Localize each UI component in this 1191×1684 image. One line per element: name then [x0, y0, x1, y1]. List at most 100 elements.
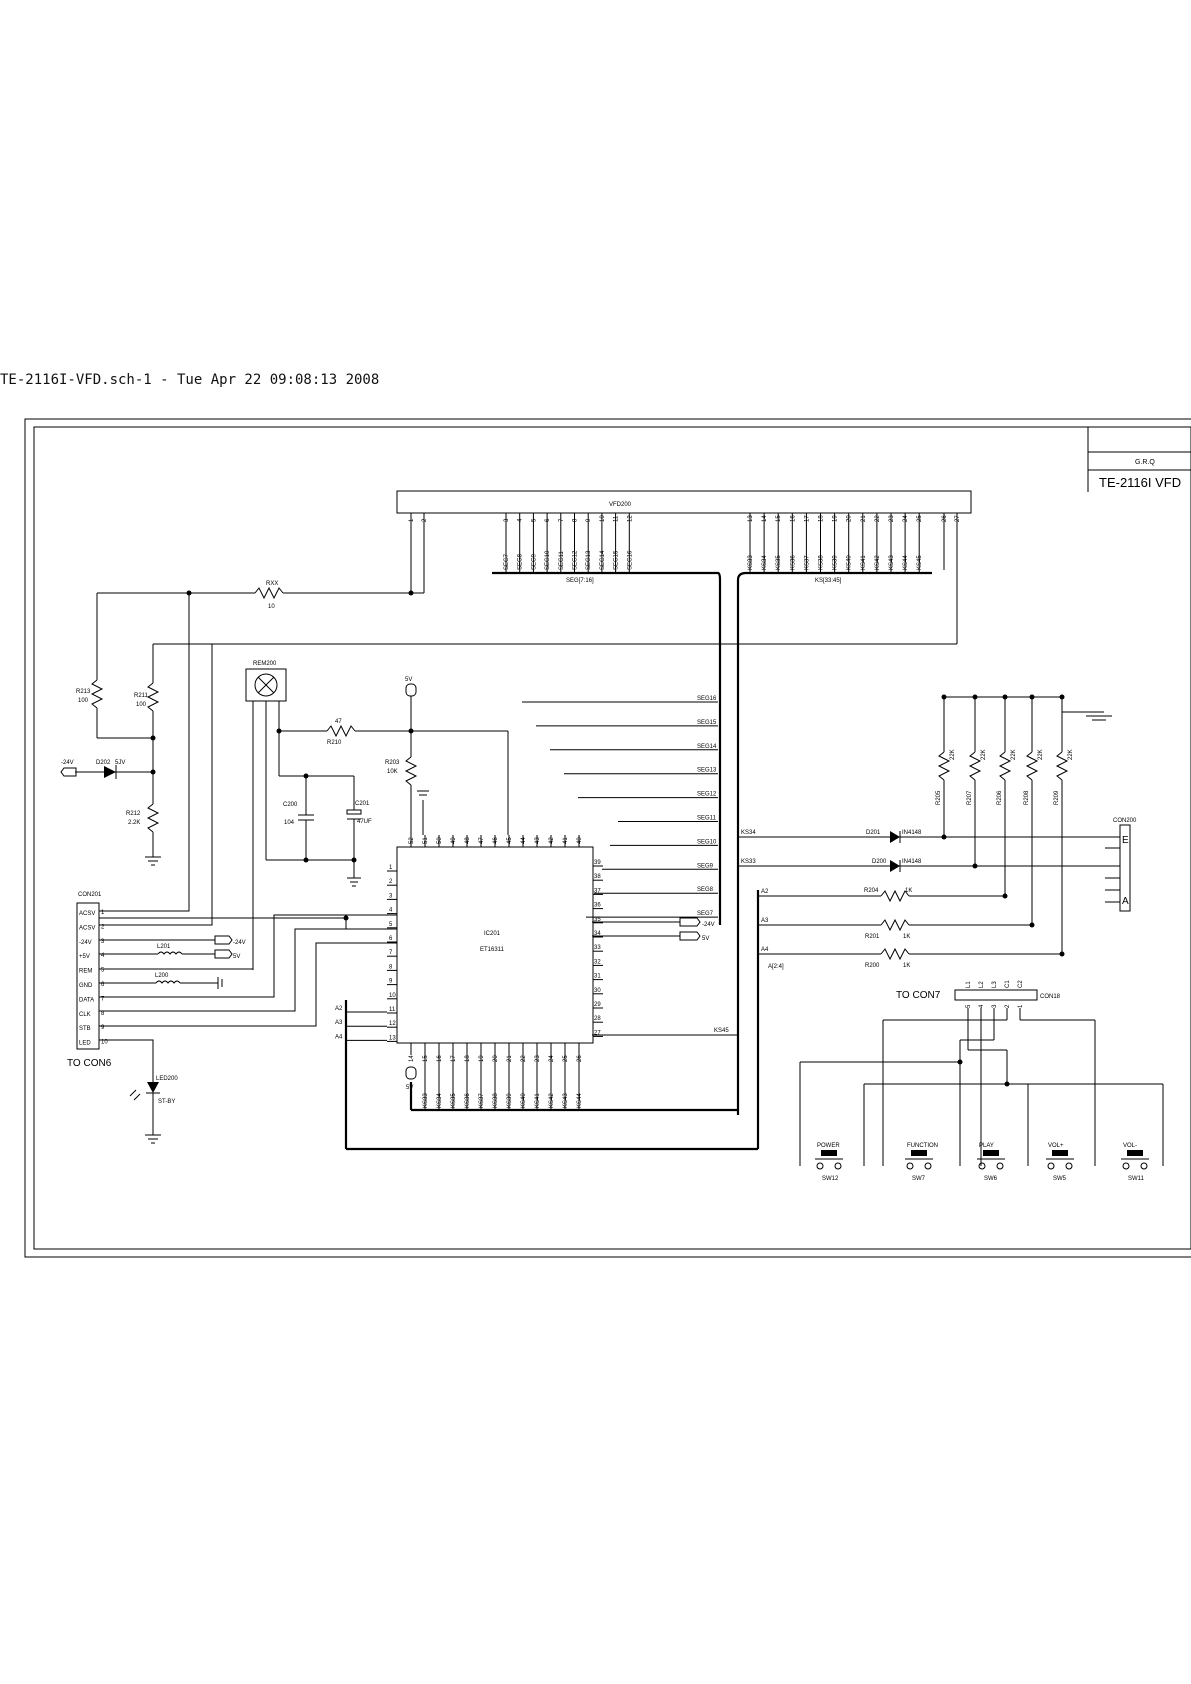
inner-frame: [33, 426, 1191, 1250]
con18-pin-number: 5: [966, 1004, 972, 1008]
switch-actuator: [821, 1150, 837, 1156]
r201-ref: R201: [865, 934, 880, 940]
l200-inductor: [155, 980, 181, 984]
ic-ks-net: KS35: [451, 1093, 457, 1108]
to-con6-label: TO CON6: [67, 1058, 112, 1069]
ic-pin-number: 5: [389, 922, 393, 928]
r210-resistor: [326, 724, 356, 738]
vfd-seg-net: SEG11: [559, 550, 565, 570]
vfd-pin-number: 16: [790, 515, 796, 522]
ic-pin-number: 35: [594, 917, 601, 923]
ks34-label: KS34: [741, 830, 756, 836]
ic-pin-number: 52: [409, 837, 415, 844]
con201-pin-number: 10: [101, 1040, 108, 1046]
tact-switch: VOL+SW5: [1046, 1143, 1074, 1182]
neg24-port: [60, 767, 77, 777]
ic201-body: [396, 846, 594, 1044]
vfd-pin-number: 18: [819, 515, 825, 522]
ic-pin-number: 36: [594, 903, 601, 909]
d200-value: IN4148: [902, 859, 922, 865]
con201-pin-label: GND: [79, 983, 93, 989]
ic-pin-number: 42: [549, 837, 555, 844]
ic-pin-number: 1: [389, 865, 393, 871]
filament-wiring: RXX 10 R213 100 R211 100 D202 5JV -24V R…: [60, 513, 958, 866]
vfd-pin-number: 15: [776, 515, 782, 522]
d200-ref: D200: [872, 859, 887, 865]
ic-pin-number: 16: [437, 1055, 443, 1062]
key-res-ref: R205: [936, 790, 942, 805]
con201-pin-label: CLK: [79, 1012, 91, 1018]
rem200-ref: REM200: [253, 661, 277, 667]
ic-seg-net: SEG13: [697, 768, 717, 774]
con18-pin-number: 3: [992, 1004, 998, 1008]
title-block: G.R.Q TE-2116I VFD: [1087, 427, 1191, 492]
key-pullup-resistor: [937, 751, 951, 781]
con201-pin-label: +5V: [79, 954, 90, 960]
vfd-pin-number: 27: [955, 515, 961, 522]
ic-bottom-5v-port: [405, 1066, 417, 1080]
junction-dot: [1002, 694, 1008, 700]
ic-pin-number: 48: [465, 837, 471, 844]
schematic-header: TE-2116I-VFD.sch-1 - Tue Apr 22 09:08:13…: [0, 372, 380, 388]
ic-seg-net: SEG12: [697, 792, 717, 798]
c201-capacitor: [346, 809, 362, 815]
led-value: ST-BY: [158, 1099, 175, 1105]
vfd-seg-net: SEG15: [614, 550, 620, 570]
vfd-pin-number: 25: [917, 515, 923, 522]
junction-dot: [1029, 694, 1035, 700]
ic-seg-net: SEG14: [697, 744, 717, 750]
ic-pin-number: 13: [389, 1035, 396, 1041]
vfd-ks-net: KS36: [790, 555, 796, 570]
switch-actuator: [1052, 1150, 1068, 1156]
key-res-value: 22K: [1068, 749, 1074, 760]
ic-neg24-label: -24V: [702, 922, 715, 928]
led-icon: [147, 1082, 159, 1093]
key-res-value: 22K: [981, 749, 987, 760]
vfd-seg-net: SEG10: [545, 550, 551, 570]
d202-value: 5JV: [115, 760, 125, 766]
r200-resistor: [880, 947, 910, 961]
ic-pin-number: 34: [594, 931, 601, 937]
ir-sensor-icon: [254, 673, 278, 697]
ic-pin-number: 14: [409, 1055, 415, 1062]
r203-resistor: [404, 756, 418, 786]
ic-ks-net: KS39: [507, 1093, 513, 1108]
d202-ref: D202: [96, 760, 111, 766]
ic-pin-number: 44: [521, 837, 527, 844]
con201-pin-number: 9: [101, 1025, 105, 1031]
ic-pin-number: 25: [563, 1055, 569, 1062]
ic-5v-port: [679, 931, 701, 941]
ic-seg-net: SEG10: [697, 839, 717, 845]
vfd-ks-net: KS40: [847, 555, 853, 570]
vfd-ref: VFD200: [609, 502, 632, 508]
r212-resistor: [146, 803, 160, 833]
ic-pin-number: 43: [535, 837, 541, 844]
r212-value: 2.2K: [128, 820, 140, 826]
c201-ref: C201: [355, 801, 370, 807]
vfd-seg-net: SEG9: [531, 553, 537, 570]
vfd-ks-net: KS42: [875, 555, 881, 570]
r201-resistor: [880, 918, 910, 932]
switch-label: VOL+: [1048, 1143, 1064, 1149]
con201-pin-number: 3: [101, 939, 105, 945]
led200: LED200 ST-BY: [129, 1076, 178, 1144]
switch-label: POWER: [817, 1143, 840, 1149]
ic-pin-number: 18: [465, 1055, 471, 1062]
ic-pin-number: 6: [389, 936, 393, 942]
con201-pin-number: 7: [101, 996, 105, 1002]
ic-pin-number: 50: [437, 837, 443, 844]
ks33-label: KS33: [741, 859, 756, 865]
ic-pin-number: 28: [594, 1016, 601, 1022]
vfd-seg-net: SEG16: [627, 550, 633, 570]
ic-pin-number: 4: [389, 908, 393, 914]
con18-pin-name: L3: [992, 981, 998, 988]
c200-value: 104: [284, 820, 295, 826]
ic-ks-net: KS43: [563, 1093, 569, 1108]
ic-pin-number: 33: [594, 945, 601, 951]
